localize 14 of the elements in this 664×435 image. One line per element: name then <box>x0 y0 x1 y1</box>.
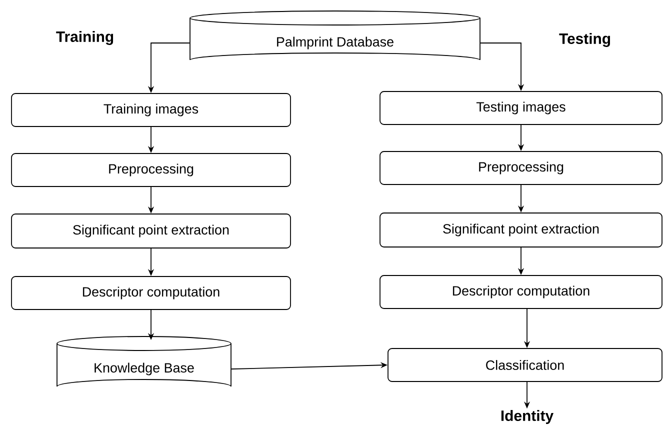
process-box: Classification <box>388 348 662 382</box>
process-box: Significant point extraction <box>11 214 291 248</box>
process-box: Preprocessing <box>380 151 662 185</box>
process-box: Preprocessing <box>11 153 291 187</box>
section-heading: Training <box>56 31 114 45</box>
process-box: Training images <box>11 93 291 127</box>
database-cylinder: Palmprint Database <box>190 10 480 60</box>
database-cylinder: Knowledge Base <box>56 336 232 387</box>
output-label: Identity <box>501 410 554 424</box>
process-box: Descriptor computation <box>11 276 291 310</box>
process-box: Descriptor computation <box>380 275 662 309</box>
process-box: Testing images <box>380 91 662 125</box>
section-heading: Testing <box>559 33 610 47</box>
process-box: Significant point extraction <box>380 212 662 248</box>
